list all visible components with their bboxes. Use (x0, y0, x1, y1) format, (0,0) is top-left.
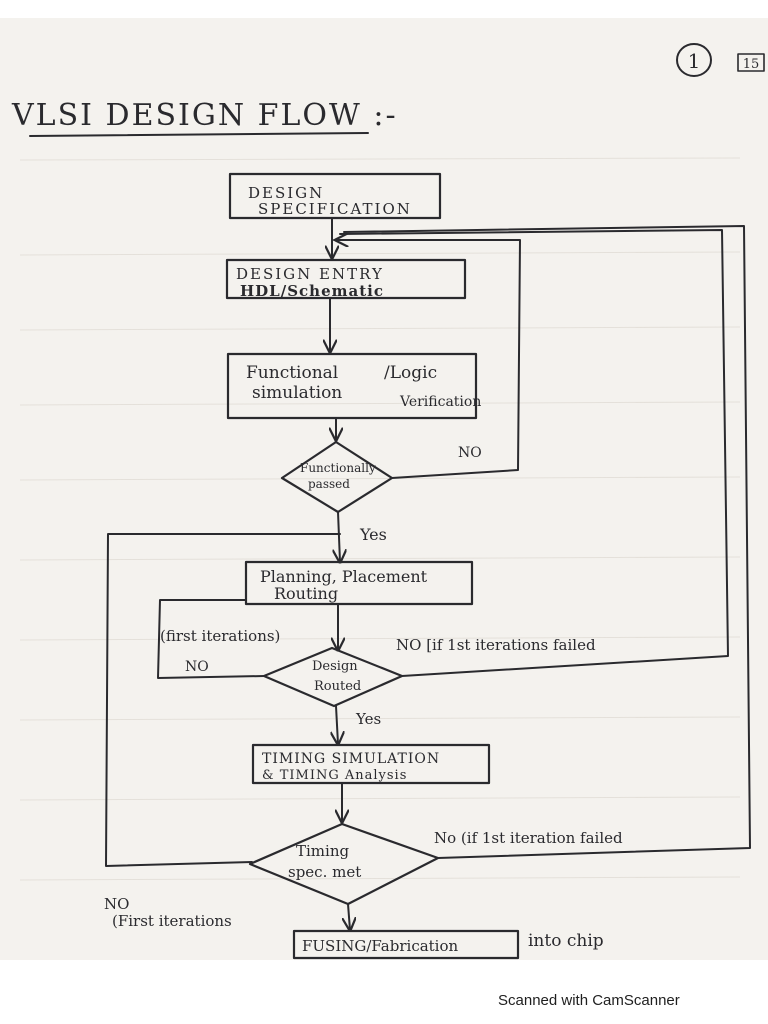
design-routed-decision: Design Routed (262, 646, 404, 708)
into-chip-label: into chip (528, 931, 604, 951)
page-count-box: 15 (737, 53, 765, 72)
flowchart-canvas: 1 15 VLSI DESIGN FLOW :- DESIGN SPECIFIC… (11, 43, 765, 960)
routed-yes-label: Yes (355, 710, 381, 728)
routed-no-right-label: NO [if 1st iterations failed (396, 636, 596, 654)
timing-sim-label-1: TIMING SIMULATION (262, 751, 440, 767)
func-sim-label-3: /Logic (384, 363, 437, 383)
loop-func-no (333, 240, 521, 479)
arrow-routed-yes (336, 705, 338, 744)
design-specification-box: DESIGN SPECIFICATION (228, 172, 442, 220)
design-routed-label-2: Routed (314, 679, 361, 694)
timing-no-right-label: No (if 1st iteration failed (434, 829, 623, 847)
func-sim-label-4: Verification (399, 394, 481, 410)
loop-timing-no-right (343, 225, 751, 859)
timing-spec-label-2: spec. met (288, 863, 361, 881)
func-sim-label-2: simulation (252, 383, 342, 403)
design-routed-label-1: Design (312, 659, 358, 674)
func-passed-label-2: passed (308, 477, 350, 491)
loop-timing-no-left (105, 533, 341, 867)
planning-label-2: Routing (274, 584, 338, 603)
design-entry-box: DESIGN ENTRY HDL/Schematic (225, 258, 467, 300)
design-spec-label-2: SPECIFICATION (258, 200, 412, 218)
design-entry-label-1: DESIGN ENTRY (236, 265, 384, 283)
functional-simulation-box: Functional simulation /Logic Verificatio… (226, 352, 481, 420)
timing-spec-label-1: Timing (296, 842, 349, 860)
func-yes-label: Yes (359, 525, 387, 544)
scanner-footer: Scanned with CamScanner (0, 960, 768, 1024)
page-count: 15 (743, 57, 760, 72)
design-entry-label-2: HDL/Schematic (240, 282, 384, 300)
loop-routed-no-left (157, 599, 265, 679)
timing-no-left-label-2: (First iterations (112, 912, 232, 930)
arrow-func-yes (338, 511, 340, 562)
func-sim-label-1: Functional (246, 363, 338, 383)
timing-sim-label-2: & TIMING Analysis (262, 768, 407, 783)
planning-label-1: Planning, Placement (260, 567, 428, 586)
functionally-passed-decision: Functionally passed (280, 440, 394, 514)
scanner-watermark: Scanned with CamScanner (498, 992, 680, 1009)
title-underline (29, 132, 369, 137)
timing-spec-met-decision: Timing spec. met (248, 822, 440, 906)
fusing-fabrication-box: FUSING/Fabrication (292, 929, 520, 960)
first-iterations-label: (first iterations) (160, 627, 280, 645)
routed-no-left-label: NO (185, 659, 209, 675)
bleed-through-texture (19, 157, 741, 881)
design-spec-label-1: DESIGN (248, 184, 324, 202)
func-no-label: NO (458, 445, 482, 461)
timing-no-left-label-1: NO (104, 895, 129, 913)
page-title: VLSI DESIGN FLOW :- (11, 98, 398, 133)
timing-simulation-box: TIMING SIMULATION & TIMING Analysis (251, 743, 491, 785)
planning-placement-routing-box: Planning, Placement Routing (244, 560, 474, 606)
fusing-label: FUSING/Fabrication (302, 937, 459, 955)
arrow-spec-to-fusing (348, 903, 350, 930)
loop-routed-no-right (339, 229, 729, 677)
page-number-mark: 1 (676, 43, 712, 77)
func-passed-label-1: Functionally (300, 461, 376, 475)
page-number: 1 (688, 49, 701, 73)
